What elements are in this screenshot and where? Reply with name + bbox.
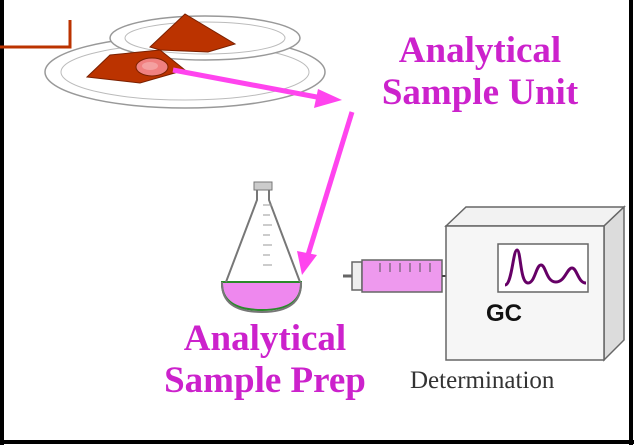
syringe-icon — [343, 259, 464, 293]
gc-instrument-icon — [444, 205, 626, 362]
arrow-to-flask — [297, 111, 355, 275]
determination-label: Determination — [410, 367, 555, 394]
gc-label: GC — [486, 300, 522, 327]
analytical-sample-prep-line-1: Analytical — [183, 318, 347, 359]
analytical-sample-prep-label: Analytical Sample Prep — [125, 318, 405, 402]
analytical-sample-unit-label: Analytical Sample Unit — [330, 30, 630, 114]
analytical-sample-unit-line-2: Sample Unit — [381, 72, 579, 113]
analytical-sample-unit-line-1: Analytical — [398, 30, 562, 71]
analytical-sample-prep-line-2: Sample Prep — [164, 360, 366, 401]
flask-icon — [220, 181, 303, 314]
arrow-to-sample-unit — [172, 67, 342, 108]
corner-notch — [0, 20, 72, 49]
sample-slice-icon — [149, 13, 237, 53]
sample-slice-icon — [85, 49, 187, 84]
chromatogram-icon — [504, 248, 587, 287]
